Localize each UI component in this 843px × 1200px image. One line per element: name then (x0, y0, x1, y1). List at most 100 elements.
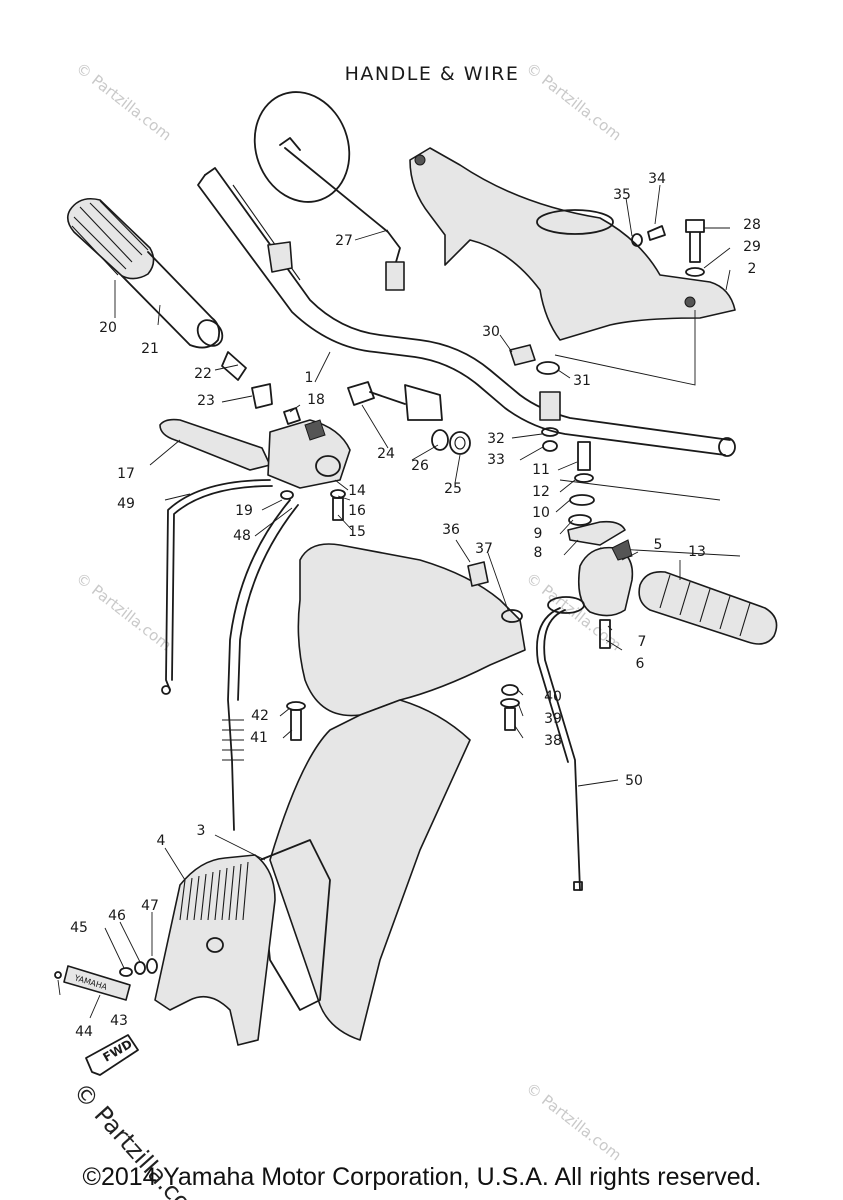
callout-2: 2 (748, 261, 757, 277)
clip (467, 561, 489, 587)
callout-45: 45 (70, 920, 88, 936)
callout-labels: 1 2 3 4 5 6 7 8 9 10 11 12 13 14 15 16 1… (70, 171, 761, 1040)
washer (685, 267, 705, 277)
callout-46: 46 (108, 908, 126, 924)
screw (290, 709, 302, 741)
watermark: © Partzilla.com (73, 569, 175, 654)
washer (541, 427, 559, 437)
callout-42: 42 (251, 708, 269, 724)
washer (134, 961, 146, 975)
brake-lever (159, 418, 351, 489)
callout-37: 37 (475, 541, 493, 557)
screw (119, 967, 133, 977)
screw (280, 490, 294, 500)
callout-14: 14 (348, 483, 366, 499)
callout-38: 38 (544, 733, 562, 749)
forward-arrow: FWD (85, 1034, 139, 1076)
throttle-cable-left (227, 499, 291, 831)
washer (631, 233, 643, 247)
screw (647, 225, 666, 241)
callout-24: 24 (377, 446, 395, 462)
callout-1: 1 (305, 370, 314, 386)
callout-30: 30 (482, 324, 500, 340)
throttle-cable-right (543, 609, 581, 891)
bolt (685, 219, 705, 263)
callout-16: 16 (348, 503, 366, 519)
callout-43: 43 (110, 1013, 128, 1029)
screw (504, 707, 516, 731)
left-grip (66, 197, 155, 280)
callout-21: 21 (141, 341, 159, 357)
throttle-tube (121, 251, 221, 349)
screw (599, 619, 611, 649)
callout-47: 47 (141, 898, 159, 914)
callout-19: 19 (235, 503, 253, 519)
watermark: © Partzilla.com (73, 59, 175, 144)
tube-guide (221, 351, 247, 381)
cable-clip (251, 383, 273, 409)
callout-5: 5 (654, 537, 663, 553)
bolt (347, 381, 406, 406)
front-grille (154, 854, 276, 1046)
callout-34: 34 (648, 171, 666, 187)
callout-6: 6 (636, 656, 645, 672)
callout-15: 15 (348, 524, 366, 540)
callout-36: 36 (442, 522, 460, 538)
callout-23: 23 (197, 393, 215, 409)
callout-20: 20 (99, 320, 117, 336)
callout-33: 33 (487, 452, 505, 468)
callout-7: 7 (638, 634, 647, 650)
callout-28: 28 (743, 217, 761, 233)
callout-35: 35 (613, 187, 631, 203)
callout-29: 29 (743, 239, 761, 255)
callout-22: 22 (194, 366, 212, 382)
callout-49: 49 (117, 496, 135, 512)
mirror (253, 91, 405, 291)
screw (577, 441, 591, 471)
callout-27: 27 (335, 233, 353, 249)
washer (431, 429, 449, 451)
callout-8: 8 (534, 545, 543, 561)
callout-32: 32 (487, 431, 505, 447)
callout-26: 26 (411, 458, 429, 474)
callout-3: 3 (197, 823, 206, 839)
callout-17: 17 (117, 466, 135, 482)
screw (283, 407, 301, 425)
callout-18: 18 (307, 392, 325, 408)
lock-washer (568, 514, 592, 526)
handlebar (197, 167, 736, 457)
washer (569, 494, 595, 506)
callout-40: 40 (544, 689, 562, 705)
washer (146, 958, 158, 974)
callout-48: 48 (233, 528, 251, 544)
spacer (539, 391, 561, 421)
callout-41: 41 (250, 730, 268, 746)
handle-cover-lower (259, 543, 526, 1041)
screw (332, 497, 344, 521)
washer (500, 698, 520, 708)
callout-25: 25 (444, 481, 462, 497)
callout-11: 11 (532, 462, 550, 478)
throttle-stop (567, 520, 626, 546)
callout-13: 13 (688, 544, 706, 560)
diagram-title: HANDLE & WIRE (345, 63, 520, 85)
callout-44: 44 (75, 1024, 93, 1040)
washer (330, 489, 346, 499)
collar (509, 344, 536, 366)
callout-10: 10 (532, 505, 550, 521)
yamaha-emblem (63, 965, 131, 1001)
callout-4: 4 (157, 833, 166, 849)
right-grip (638, 570, 778, 645)
callout-39: 39 (544, 711, 562, 727)
callout-31: 31 (573, 373, 591, 389)
parts-illustration: YAMAHA FWD (54, 91, 778, 1076)
watermark: © Partzilla.com (523, 1079, 625, 1164)
collar (501, 684, 519, 696)
brake-cable (165, 479, 271, 691)
screw (54, 971, 62, 979)
washer (574, 473, 594, 483)
collar (536, 361, 560, 375)
callout-50: 50 (625, 773, 643, 789)
collar (501, 609, 523, 623)
